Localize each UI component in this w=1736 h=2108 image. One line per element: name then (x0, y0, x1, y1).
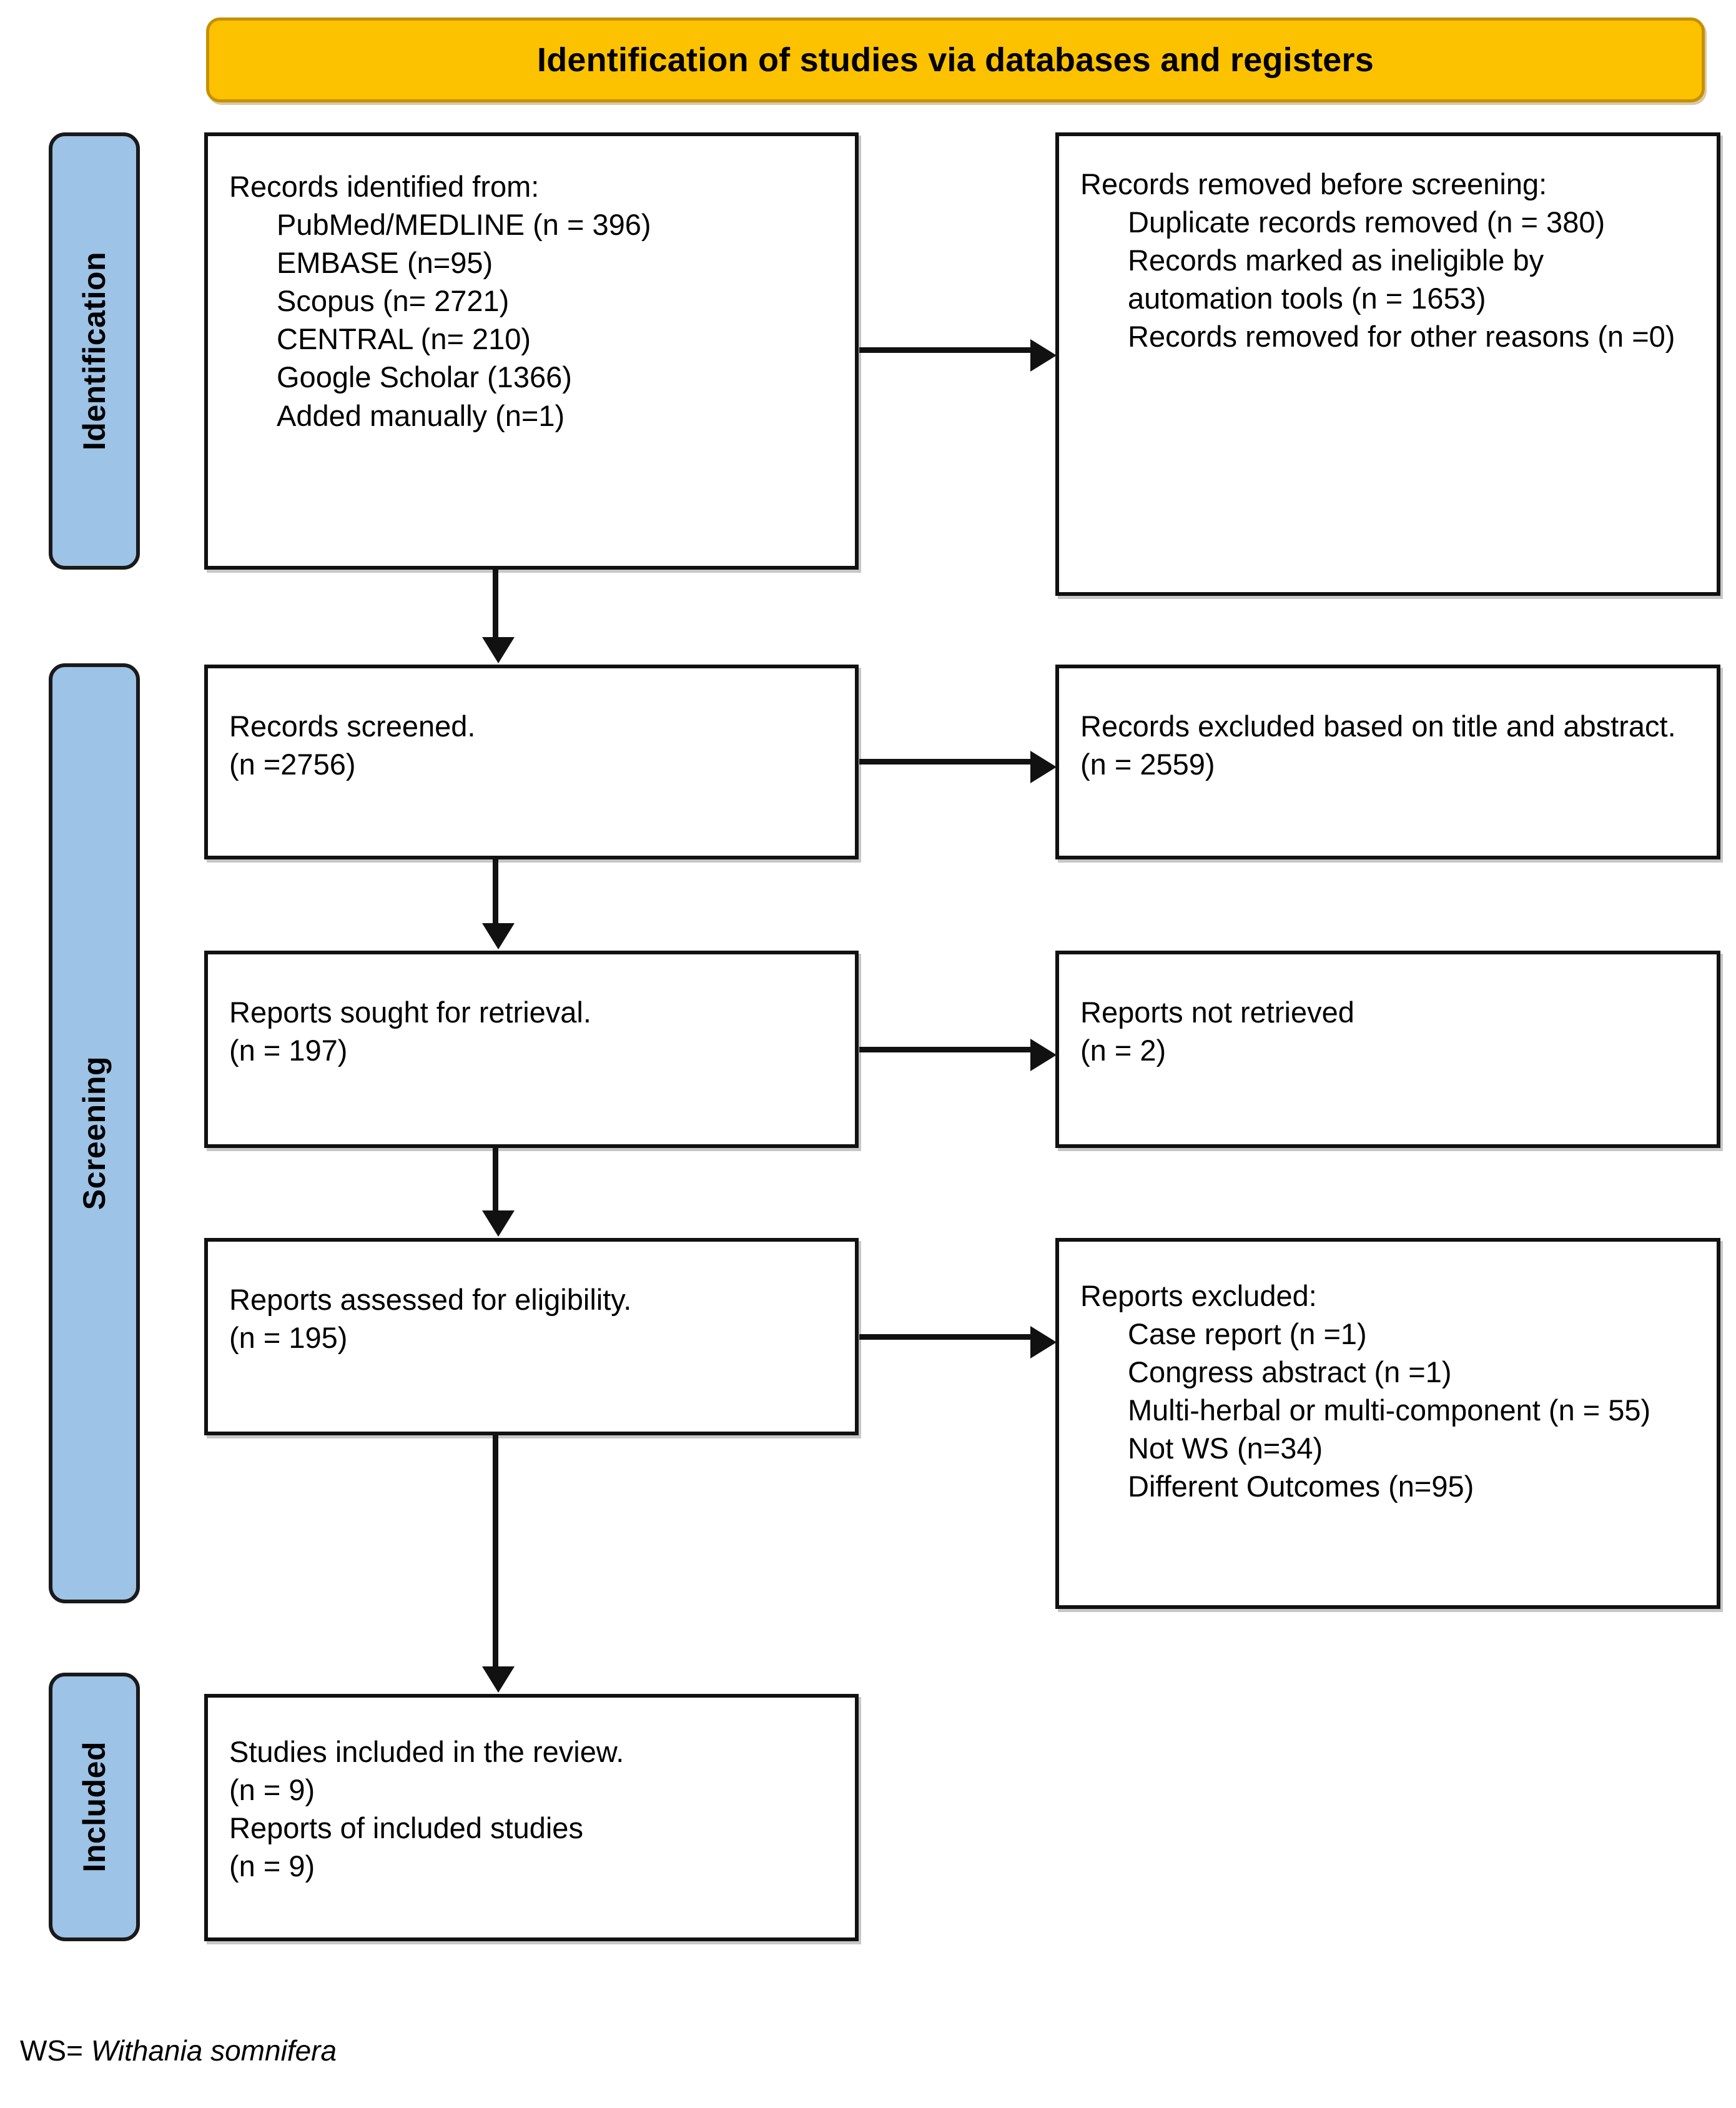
stage-pill-identification: Identification (49, 132, 140, 570)
excluded-not-ws: Not WS (n=34) (1128, 1432, 1323, 1465)
records-screened-label: Records screened. (229, 710, 476, 743)
excluded-congress-abstract: Congress abstract (n =1) (1128, 1355, 1452, 1389)
reports-included-label: Reports of included studies (229, 1811, 583, 1845)
reports-sought-count: (n = 197) (229, 1034, 348, 1067)
source-scopus: Scopus (n= 2721) (277, 284, 510, 318)
stage-pill-included: Included (49, 1673, 140, 1941)
connector-sought-to-assessed (493, 1147, 498, 1212)
box-records-excluded-title-abstract: Records excluded based on title and abst… (1055, 665, 1720, 859)
box-reports-excluded: Reports excluded: Case report (n =1) Con… (1055, 1238, 1720, 1609)
arrowhead-right-4 (1030, 1326, 1057, 1358)
reports-included-count: (n = 9) (229, 1849, 315, 1883)
footnote-species-name: Withania somnifera (91, 2034, 337, 2067)
records-removed-heading-plain: Records removed (1080, 167, 1320, 200)
reports-excluded-heading: Reports excluded: (1080, 1279, 1317, 1312)
records-removed-heading-italic: before screening (1320, 167, 1539, 200)
source-central: CENTRAL (n= 210) (277, 322, 531, 356)
studies-included-label: Studies included in the review. (229, 1735, 624, 1768)
connector-assessed-to-excluded (859, 1334, 1034, 1340)
stage-label-screening: Screening (77, 1056, 112, 1210)
source-pubmed: PubMed/MEDLINE (n = 396) (277, 208, 651, 242)
box-reports-sought-for-retrieval: Reports sought for retrieval. (n = 197) (204, 951, 859, 1148)
box-records-screened: Records screened. (n =2756) (204, 665, 859, 859)
excluded-case-report: Case report (n =1) (1128, 1317, 1367, 1351)
studies-included-count: (n = 9) (229, 1773, 315, 1807)
removed-automation: Records marked as ineligible by automati… (1128, 244, 1552, 315)
connector-screened-to-excluded-ta (859, 759, 1034, 765)
arrowhead-down-2 (482, 923, 515, 949)
connector-assessed-to-included (493, 1434, 498, 1668)
connector-screened-to-sought (493, 858, 498, 924)
arrowhead-right-1 (1030, 339, 1057, 372)
box-records-removed-before-screening: Records removed before screening: Duplic… (1055, 132, 1720, 596)
box-reports-not-retrieved: Reports not retrieved (n = 2) (1055, 951, 1720, 1148)
reports-assessed-count: (n = 195) (229, 1321, 348, 1355)
reports-sought-label: Reports sought for retrieval. (229, 996, 591, 1029)
connector-identified-to-removed (859, 347, 1034, 353)
stage-label-included: Included (77, 1741, 112, 1873)
box-reports-assessed-for-eligibility: Reports assessed for eligibility. (n = 1… (204, 1238, 859, 1435)
arrowhead-right-2 (1030, 751, 1057, 783)
page-title: Identification of studies via databases … (537, 41, 1374, 79)
source-embase: EMBASE (n=95) (277, 246, 493, 280)
connector-sought-to-notretrieved (859, 1047, 1034, 1052)
source-google-scholar: Google Scholar (1366) (277, 360, 572, 394)
box-records-identified: Records identified from: PubMed/MEDLINE … (204, 132, 859, 570)
reports-not-retrieved-label: Reports not retrieved (1080, 996, 1354, 1029)
footnote-abbreviation: WS= Withania somnifera (20, 2034, 337, 2067)
stage-label-identification: Identification (77, 251, 112, 451)
records-removed-heading-colon: : (1539, 167, 1547, 200)
records-removed-heading: Records removed before screening: (1080, 165, 1695, 203)
removed-other: Records removed for other reasons (n =0) (1128, 320, 1675, 354)
stage-pill-screening: Screening (49, 663, 140, 1603)
excluded-different-outcomes: Different Outcomes (n=95) (1128, 1470, 1474, 1503)
header-banner: Identification of studies via databases … (206, 17, 1705, 102)
reports-assessed-label: Reports assessed for eligibility. (229, 1283, 632, 1316)
arrowhead-down-4 (482, 1666, 515, 1693)
arrowhead-down-3 (482, 1210, 515, 1237)
arrowhead-right-3 (1030, 1039, 1057, 1071)
removed-duplicates: Duplicate records removed (n = 380) (1128, 205, 1605, 239)
footnote-prefix: WS= (20, 2034, 91, 2067)
source-added-manually: Added manually (n=1) (277, 398, 565, 432)
records-screened-count: (n =2756) (229, 748, 356, 781)
arrowhead-down-1 (482, 637, 515, 663)
reports-not-retrieved-count: (n = 2) (1080, 1034, 1166, 1067)
records-excluded-ta-count: (n = 2559) (1080, 748, 1215, 781)
excluded-multi-herbal: Multi-herbal or multi-component (n = 55) (1128, 1393, 1651, 1427)
records-identified-heading: Records identified from: (229, 170, 540, 203)
connector-identified-to-screened (493, 567, 498, 645)
records-excluded-ta-label: Records excluded based on title and abst… (1080, 710, 1676, 743)
box-studies-included: Studies included in the review. (n = 9) … (204, 1694, 859, 1941)
